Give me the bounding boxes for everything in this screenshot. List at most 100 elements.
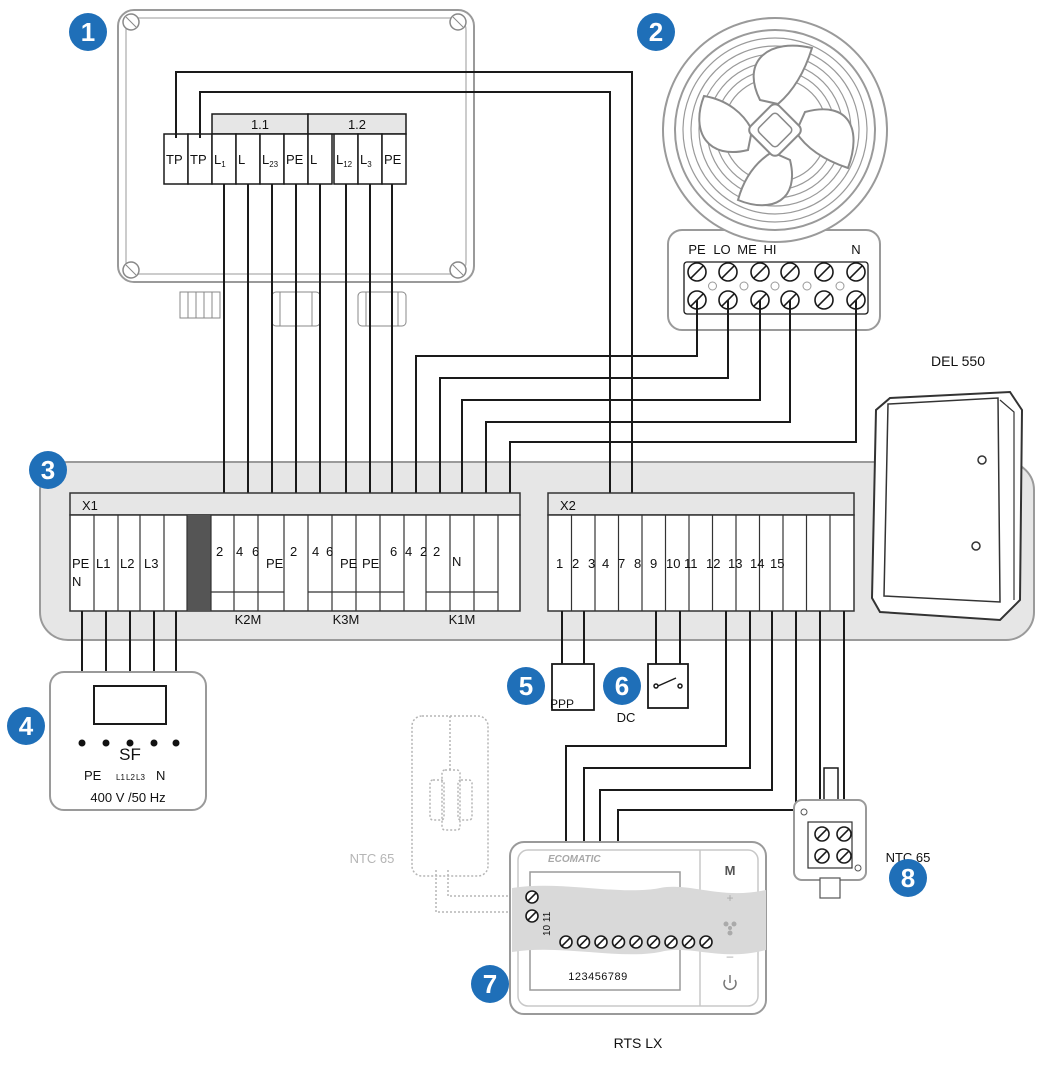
terminal-screw-icon bbox=[525, 890, 539, 904]
supply-terminal-dot bbox=[172, 739, 180, 747]
x1-terminal-label: PE bbox=[266, 556, 284, 571]
cable-gland-icon bbox=[357, 291, 407, 327]
terminal-screw-icon bbox=[814, 826, 830, 842]
x2-terminal-strip bbox=[547, 492, 855, 612]
x1-terminal-label: L2 bbox=[120, 556, 134, 571]
supply-label: L1 bbox=[116, 773, 125, 782]
terminal-screw-icon bbox=[718, 262, 738, 282]
junction-terminal-label: L3 bbox=[360, 152, 372, 169]
junction-terminal-label: TP bbox=[190, 152, 207, 167]
svg-text:7: 7 bbox=[483, 969, 497, 999]
fan-terminal-label: ME bbox=[737, 242, 757, 257]
x1-terminal-label: 6 bbox=[326, 544, 333, 559]
x2-terminal-label: 1 bbox=[556, 556, 563, 571]
terminal-screw-icon bbox=[664, 935, 678, 949]
terminal-screw-icon bbox=[814, 848, 830, 864]
screw-icon bbox=[122, 13, 140, 31]
x2-terminal-label: 3 bbox=[588, 556, 595, 571]
terminal-screw-icon bbox=[780, 262, 800, 282]
supply-label: L3 bbox=[136, 773, 145, 782]
del-550-label: DEL 550 bbox=[931, 353, 985, 369]
terminal-screw-icon bbox=[525, 909, 539, 923]
step-badge: 2 bbox=[637, 13, 675, 51]
dc-switch-box bbox=[647, 663, 689, 709]
cable-gland-icon bbox=[179, 291, 221, 319]
svg-text:2: 2 bbox=[649, 17, 663, 47]
svg-text:1: 1 bbox=[81, 17, 95, 47]
x1-terminal-label: L1 bbox=[96, 556, 110, 571]
x1-terminal-label: 2 bbox=[433, 544, 440, 559]
svg-text:6: 6 bbox=[615, 671, 629, 701]
ntc-sensor-right bbox=[793, 767, 867, 899]
x1-terminal-strip bbox=[69, 492, 521, 612]
x2-terminal-label: 2 bbox=[572, 556, 579, 571]
del-550-enclosure bbox=[870, 390, 1024, 622]
contactor-label: K2M bbox=[235, 612, 262, 627]
x2-terminal-label: 10 bbox=[666, 556, 680, 571]
step-badge: 7 bbox=[471, 965, 509, 1003]
x1-title: X1 bbox=[82, 498, 98, 513]
terminal-screw-icon bbox=[814, 262, 834, 282]
supply-label: PE bbox=[84, 768, 102, 783]
svg-text:4: 4 bbox=[19, 711, 34, 741]
x2-terminal-label: 8 bbox=[634, 556, 641, 571]
terminal-screw-icon bbox=[611, 935, 626, 949]
x1-separator-block bbox=[187, 515, 211, 611]
terminal-screw-icon bbox=[687, 262, 707, 282]
step-badge: 8 bbox=[889, 859, 927, 897]
x2-terminal-label: 12 bbox=[706, 556, 720, 571]
controller-m-button: M bbox=[725, 863, 736, 878]
x1-terminal-label: 4 bbox=[312, 544, 319, 559]
fan-terminal-label: N bbox=[851, 242, 860, 257]
x1-terminal-label: 6 bbox=[390, 544, 397, 559]
x1-terminal-label: PE bbox=[72, 556, 90, 571]
supply-label: N bbox=[156, 768, 165, 783]
junction-terminal-label: L1 bbox=[214, 152, 226, 169]
junction-terminal bbox=[307, 133, 333, 185]
x1-terminal-label: N bbox=[452, 554, 461, 569]
controller-plus: + bbox=[726, 891, 733, 905]
supply-spec: 400 V /50 Hz bbox=[90, 790, 165, 805]
x1-terminal-label: 2 bbox=[216, 544, 223, 559]
fan-terminal-label: LO bbox=[713, 242, 730, 257]
terminal-screw-icon bbox=[846, 262, 866, 282]
wiring-lines bbox=[175, 71, 857, 515]
dc-label: DC bbox=[617, 710, 636, 725]
terminal-screw-icon bbox=[646, 935, 661, 949]
junction-terminal-label: L bbox=[238, 152, 245, 167]
step-badge: 6 bbox=[603, 667, 641, 705]
screw-icon bbox=[449, 13, 467, 31]
junction-terminal-label: TP bbox=[166, 152, 183, 167]
x1-terminal-label: PE bbox=[362, 556, 380, 571]
ppp-box bbox=[551, 663, 595, 711]
bridge-hole-icon bbox=[802, 281, 812, 291]
junction-terminal-label: L12 bbox=[336, 152, 353, 169]
supply-terminal-dot bbox=[126, 739, 134, 747]
controller-name: RTS LX bbox=[614, 1035, 663, 1051]
ntc-right-label: NTC 65 bbox=[886, 850, 931, 865]
screw-icon bbox=[449, 261, 467, 279]
terminal-group-label: 1.1 bbox=[251, 117, 269, 132]
ntc-left-label: NTC 65 bbox=[350, 851, 395, 866]
x1-terminal-label: PE bbox=[340, 556, 358, 571]
step-badge: 1 bbox=[69, 13, 107, 51]
x1-terminal-label: 6 bbox=[252, 544, 259, 559]
sf-label: SF bbox=[119, 745, 141, 764]
terminal-screw-icon bbox=[699, 935, 713, 949]
bridge-hole-icon bbox=[739, 281, 749, 291]
power-icon bbox=[723, 975, 737, 990]
junction-terminal bbox=[333, 133, 359, 185]
x1-terminal-label: 2 bbox=[420, 544, 427, 559]
junction-terminal-label: L23 bbox=[262, 152, 279, 169]
terminal-screw-icon bbox=[836, 848, 852, 864]
svg-text:3: 3 bbox=[41, 455, 55, 485]
bridge-hole-icon bbox=[770, 281, 780, 291]
controller-side-numbers: 10 11 bbox=[542, 911, 553, 936]
terminal-screw-icon bbox=[576, 935, 591, 949]
fan-small-icon bbox=[723, 921, 737, 936]
x1-terminal-label: 4 bbox=[405, 544, 412, 559]
controller-brand: ECOMATIC bbox=[548, 854, 601, 865]
ppp-label: PPP bbox=[550, 697, 574, 711]
x1-terminal-label: L3 bbox=[144, 556, 158, 571]
svg-text:8: 8 bbox=[901, 863, 915, 893]
